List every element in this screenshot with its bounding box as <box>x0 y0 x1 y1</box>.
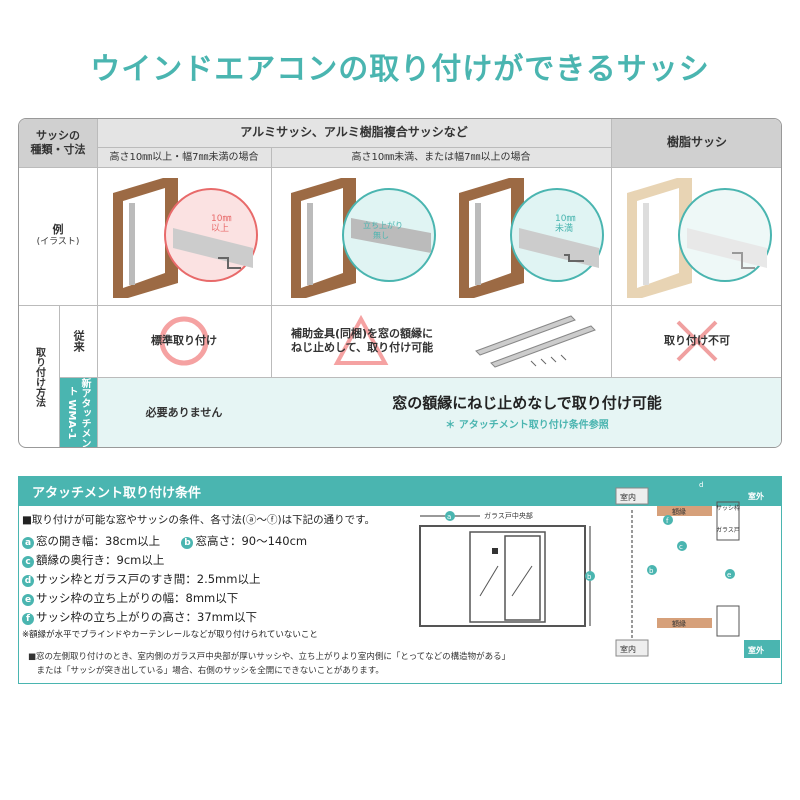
footnote-1: ■窓の左側取り付けのとき、室内側のガラス戸中央部が厚いサッシや、立ち上がりより室… <box>28 652 511 662</box>
wma-main-text: 窓の額縁にねじ止めなしで取り付け可能 <box>392 393 662 412</box>
callout-1-line1: 10㎜ <box>211 214 231 224</box>
footnote-2: または「サッシが突き出している」場合、右側のサッシを全開にできないことがあります… <box>28 666 384 676</box>
badge-a: a <box>22 537 34 549</box>
conv-bracket-text: 補助金具(同梱)を窓の額縁に ねじ止めして、取り付け可能 <box>291 326 434 354</box>
row-example-label: 例 (イラスト) <box>19 167 97 305</box>
ok-circle-icon <box>159 316 209 366</box>
svg-text:d: d <box>699 481 703 489</box>
cond-e-text: サッシ枠の立ち上がりの幅：8mm以下 <box>36 591 239 605</box>
attachment-heading: アタッチメント取り付け条件 <box>18 476 782 506</box>
compatibility-table: サッシの 種類・寸法 アルミサッシ、アルミ樹脂複合サッシなど 樹脂サッシ 高さ1… <box>18 118 782 448</box>
center-label: ガラス戸中央部 <box>484 511 533 520</box>
illustration-alumi-tall: 10㎜ 以上 <box>113 178 258 298</box>
row-wma-label: 新アタッチメント WMA-1 <box>59 377 97 447</box>
callout-2-line2: 無し <box>373 230 389 240</box>
triangle-icon <box>333 314 389 365</box>
attachment-body <box>18 506 782 684</box>
cond-b-text: 窓高さ：90〜140cm <box>195 534 308 548</box>
callout-3-line1: 10㎜ <box>555 214 575 224</box>
header-resin-group: 樹脂サッシ <box>611 119 781 167</box>
svg-text:a: a <box>447 513 451 521</box>
cond-c-text: 額縁の奥行き：9cm以上 <box>36 553 165 567</box>
svg-text:b: b <box>649 567 654 575</box>
page-title: ウインドエアコンの取り付けができるサッシ <box>90 52 710 87</box>
cond-d-text: サッシ枠とガラス戸のすき間：2.5mm以上 <box>36 572 261 586</box>
header-alumi-group: アルミサッシ、アルミ樹脂複合サッシなど <box>97 119 611 147</box>
cond-f-text: サッシ枠の立ち上がりの高さ：37mm以下 <box>36 610 258 624</box>
illustration-resin <box>627 178 772 298</box>
sash-label-top: サッシ枠 <box>716 504 740 512</box>
outdoor-label-top: 室外 <box>748 491 764 501</box>
row-install-label: 取り付け方法 <box>33 347 45 407</box>
illustration-alumi-no-rise: 立ち上がり 無し <box>291 178 436 298</box>
bracket-parts-icon <box>475 315 596 368</box>
callout-3-line2: 未満 <box>555 222 573 234</box>
cond-a-text: 窓の開き幅：38cm以上 <box>36 534 161 548</box>
frame-label-bottom: 額縁 <box>672 619 686 628</box>
svg-text:f: f <box>666 517 669 525</box>
frame-label-top: 額縁 <box>672 507 686 516</box>
glass-label-top: ガラス戸 <box>716 526 740 534</box>
conv-standard-text: 標準取り付け <box>151 333 217 347</box>
illustration-alumi-short: 10㎜ 未満 <box>459 178 604 298</box>
callout-1-line2: 以上 <box>211 223 229 234</box>
cross-icon <box>676 320 718 362</box>
window-diagram: ガラス戸中央部 a b <box>419 511 595 627</box>
svg-text:c: c <box>679 543 683 551</box>
header-alumi-sub-2: 高さ10㎜未満、または幅7㎜以上の場合 <box>271 147 611 167</box>
conv-unavailable-text: 取り付け不可 <box>664 333 730 347</box>
indoor-label-top: 室内 <box>620 492 636 502</box>
outdoor-label-bottom: 室外 <box>748 645 764 655</box>
section-diagram: 室内 室外 額縁 サッシ枠 ガラス戸 額縁 室内 室外 b c d e f <box>615 480 780 658</box>
wma-main-cell: 窓の額縁にねじ止めなしで取り付け可能 ＊ アタッチメント取り付け条件参照 <box>271 377 781 447</box>
row-example-sub: (イラスト) <box>36 237 80 248</box>
cond-note: ※額縁が水平でブラインドやカーテンレールなどが取り付けられていないこと <box>22 630 318 640</box>
badge-e: e <box>22 594 34 606</box>
attachment-intro: ■取り付けが可能な窓やサッシの条件、各寸法(ⓐ〜ⓕ)は下記の通りです。 <box>22 514 376 526</box>
callout-2-line1: 立ち上がり <box>363 220 403 230</box>
badge-b: b <box>181 537 194 549</box>
conv-bracket-cell: 補助金具(同梱)を窓の額縁に ねじ止めして、取り付け可能 <box>271 305 611 377</box>
conv-standard-cell: 標準取り付け <box>97 305 271 377</box>
svg-text:b: b <box>587 573 592 581</box>
header-sash-type: サッシの 種類・寸法 <box>19 119 97 167</box>
header-alumi-sub-1: 高さ10㎜以上・幅7㎜未満の場合 <box>97 147 271 167</box>
svg-text:e: e <box>727 571 731 579</box>
badge-f: f <box>22 613 34 625</box>
badge-c: c <box>22 556 34 568</box>
indoor-label-bottom: 室内 <box>620 644 636 654</box>
conv-unavailable-cell: 取り付け不可 <box>611 305 781 377</box>
row-conventional-label: 従来 <box>72 330 86 352</box>
badge-d: d <box>22 575 34 587</box>
wma-not-needed: 必要ありません <box>97 377 271 447</box>
row-example-text: 例 <box>52 223 64 236</box>
wma-note: ＊ アタッチメント取り付け条件参照 <box>445 420 609 432</box>
